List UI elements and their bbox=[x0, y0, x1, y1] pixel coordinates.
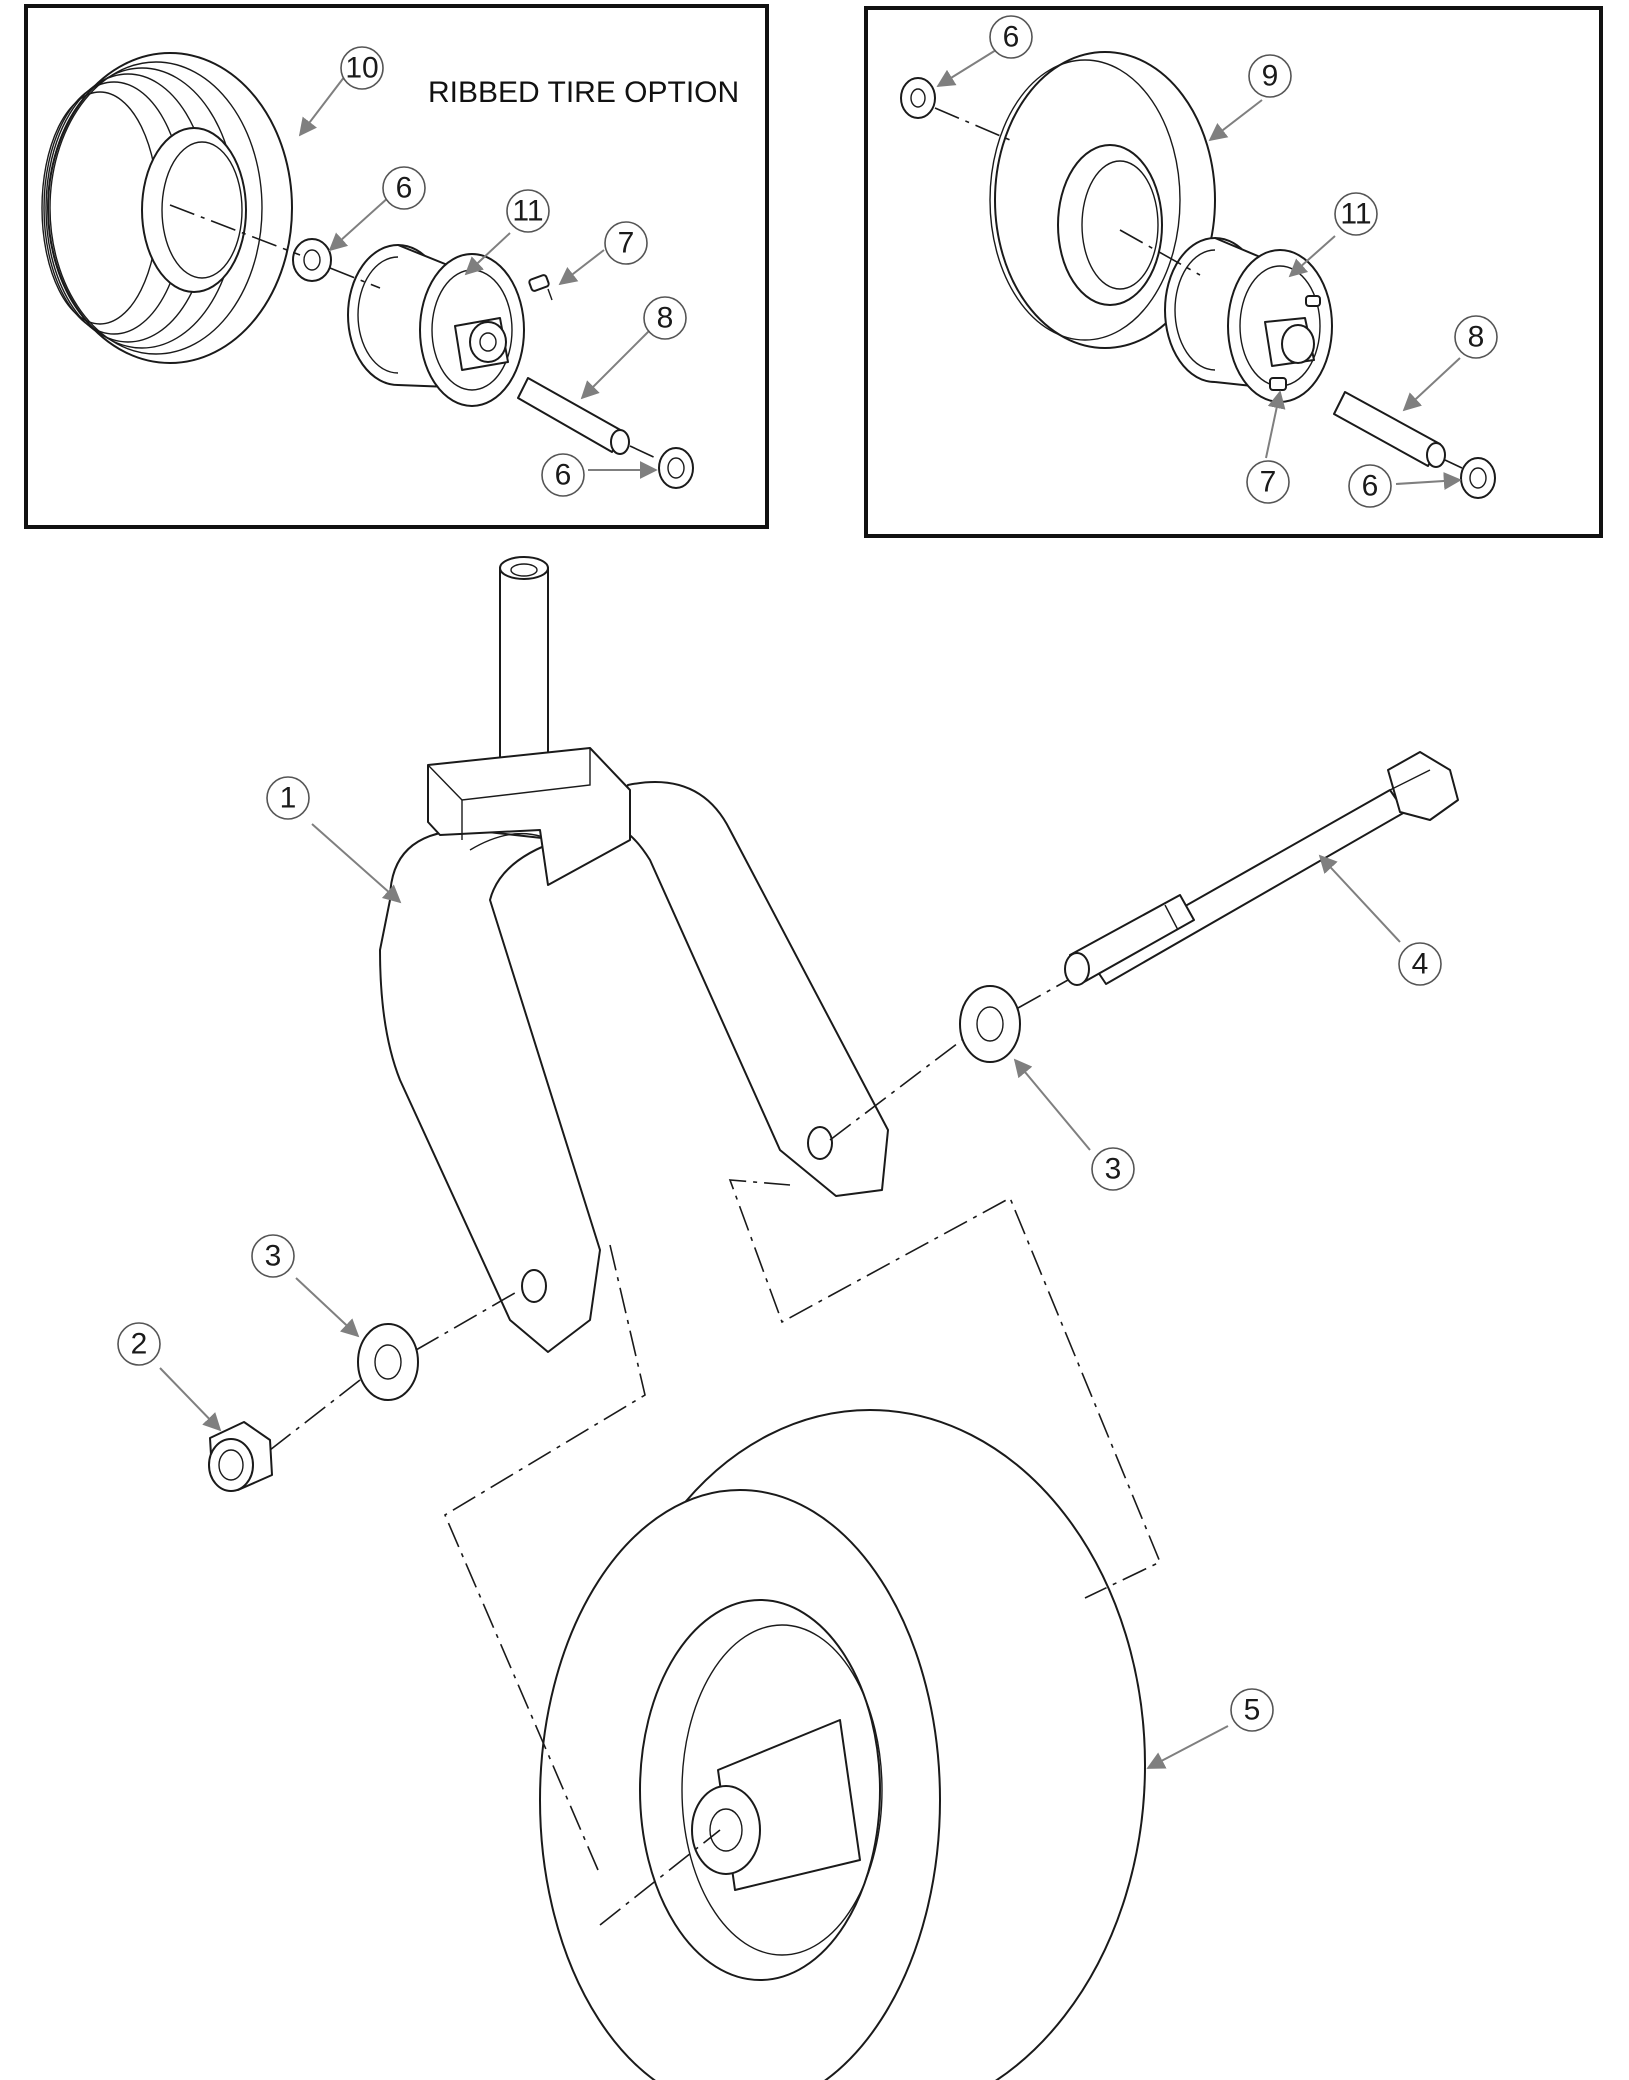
callout-11-ribbed: 11 bbox=[506, 189, 550, 233]
svg-text:6: 6 bbox=[555, 459, 572, 492]
svg-text:11: 11 bbox=[512, 195, 543, 228]
leader-lines bbox=[159, 49, 1462, 1769]
callout-3-right: 3 bbox=[1091, 1147, 1135, 1191]
svg-text:1: 1 bbox=[280, 782, 297, 815]
washer-part-3-right bbox=[959, 985, 1021, 1063]
inset-caption: RIBBED TIRE OPTION bbox=[428, 76, 739, 109]
svg-text:6: 6 bbox=[1003, 21, 1020, 54]
inset-frame-right bbox=[864, 6, 1603, 538]
bearing-part-6-upper-right bbox=[900, 77, 936, 119]
ribbed-tire-part-10 bbox=[41, 52, 293, 364]
callout-6-smooth-upper: 6 bbox=[989, 15, 1033, 59]
svg-text:8: 8 bbox=[1468, 321, 1485, 354]
svg-text:4: 4 bbox=[1412, 948, 1429, 981]
inset-smooth-tire bbox=[864, 6, 1603, 538]
centre-lines bbox=[269, 979, 1162, 1926]
callout-8-smooth: 8 bbox=[1454, 315, 1498, 359]
svg-text:9: 9 bbox=[1262, 60, 1279, 93]
axle-bolt-part-4 bbox=[1064, 751, 1459, 986]
svg-text:3: 3 bbox=[265, 1240, 282, 1273]
lock-nut-part-2 bbox=[208, 1421, 273, 1492]
callout-10: 10 bbox=[340, 46, 384, 90]
svg-text:3: 3 bbox=[1105, 1153, 1122, 1186]
washer-part-3-left bbox=[357, 1323, 419, 1401]
svg-text:7: 7 bbox=[618, 227, 635, 260]
valve-stem-part-7-left bbox=[528, 274, 553, 301]
rim-part-11-right bbox=[1164, 237, 1333, 403]
svg-text:2: 2 bbox=[131, 1328, 148, 1361]
caster-fork-part-1 bbox=[379, 747, 889, 1353]
bearing-part-6-upper-left bbox=[292, 238, 332, 282]
svg-text:7: 7 bbox=[1260, 466, 1277, 499]
callout-9: 9 bbox=[1248, 54, 1292, 98]
callout-8-ribbed: 8 bbox=[643, 296, 687, 340]
callout-5: 5 bbox=[1230, 1688, 1274, 1732]
callout-7-ribbed: 7 bbox=[604, 221, 648, 265]
bearing-part-6-lower-left bbox=[658, 447, 694, 489]
fork-spindle bbox=[499, 556, 549, 769]
callout-6-smooth-lower: 6 bbox=[1348, 464, 1392, 508]
svg-text:5: 5 bbox=[1244, 1694, 1261, 1727]
svg-text:10: 10 bbox=[345, 52, 378, 85]
svg-text:6: 6 bbox=[1362, 470, 1379, 503]
callout-6-ribbed-upper: 6 bbox=[382, 166, 426, 210]
callout-11-smooth: 11 bbox=[1334, 192, 1378, 236]
callout-2: 2 bbox=[117, 1322, 161, 1366]
callout-7-smooth: 7 bbox=[1246, 460, 1290, 504]
valve-stem-part-7-right bbox=[1269, 295, 1321, 391]
rim-part-11-left bbox=[347, 244, 525, 407]
spacer-tube-part-8-left bbox=[517, 377, 630, 455]
inset-ribbed-tire-option: RIBBED TIRE OPTION bbox=[24, 4, 769, 529]
callout-4: 4 bbox=[1398, 942, 1442, 986]
callout-6-ribbed-lower: 6 bbox=[541, 453, 585, 497]
bearing-part-6-lower-right bbox=[1460, 457, 1496, 499]
inset-frame bbox=[24, 4, 769, 529]
smooth-tire-part-9 bbox=[989, 51, 1216, 349]
spacer-tube-part-8-right bbox=[1333, 391, 1446, 468]
wheel-part-5 bbox=[539, 1409, 1146, 2080]
svg-text:6: 6 bbox=[396, 172, 413, 205]
svg-text:11: 11 bbox=[1340, 198, 1371, 231]
callout-1: 1 bbox=[266, 776, 310, 820]
callout-3-left: 3 bbox=[251, 1234, 295, 1278]
svg-text:8: 8 bbox=[657, 302, 674, 335]
